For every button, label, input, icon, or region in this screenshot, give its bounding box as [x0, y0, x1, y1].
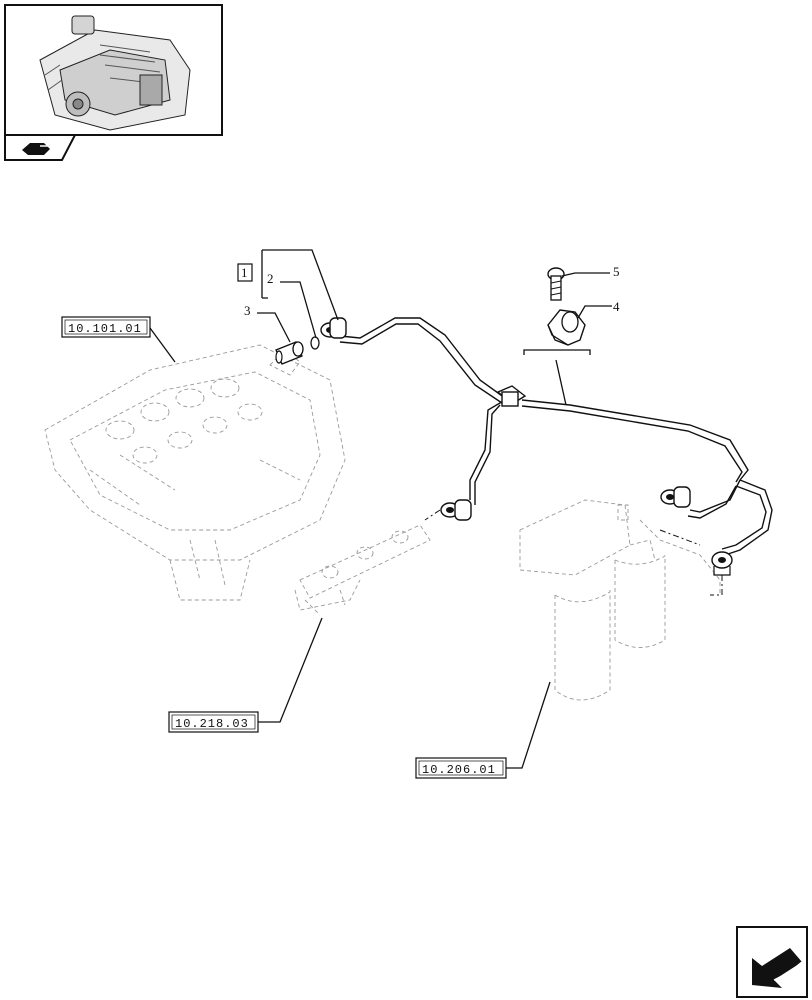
banjo-fitting-filter-a [660, 486, 691, 508]
ref-box-fuel-filter[interactable]: 10.206.01 [415, 757, 507, 779]
fuel-pipe-assembly [320, 317, 773, 596]
part-5-bolt [547, 267, 565, 301]
engine-thumbnail [4, 4, 223, 136]
fuel-filter-ghost [519, 499, 721, 701]
callout-2-label: 2 [267, 271, 274, 286]
ref-box-cylinder-head[interactable]: 10.101.01 [61, 316, 151, 338]
part-3-connector [275, 341, 304, 365]
part-4-clamp [547, 309, 586, 346]
engine-category-icon [4, 134, 77, 161]
engine-thumbnail-icon [39, 15, 191, 131]
ref-fuel-filter-label: 10.206.01 [422, 763, 496, 777]
part-2-seal-ring [310, 336, 320, 350]
callout-group-1: 1 [237, 263, 253, 282]
banjo-fitting-rail [440, 499, 472, 521]
next-page-arrow-icon[interactable] [736, 926, 808, 998]
ref-cylinder-head-label: 10.101.01 [68, 322, 142, 336]
banjo-fitting-left [320, 317, 347, 339]
ref-box-injection-rail[interactable]: 10.218.03 [168, 711, 259, 733]
injection-rail-ghost [294, 524, 431, 616]
ref-injection-rail-label: 10.218.03 [175, 717, 249, 731]
callout-1-label: 1 [241, 265, 248, 280]
callout-leaders [149, 249, 612, 769]
banjo-fitting-filter-b [711, 551, 733, 576]
callout-5-label: 5 [613, 264, 620, 279]
callout-4-label: 4 [613, 299, 620, 314]
cylinder-head-ghost [44, 344, 346, 601]
callout-3-label: 3 [244, 303, 251, 318]
